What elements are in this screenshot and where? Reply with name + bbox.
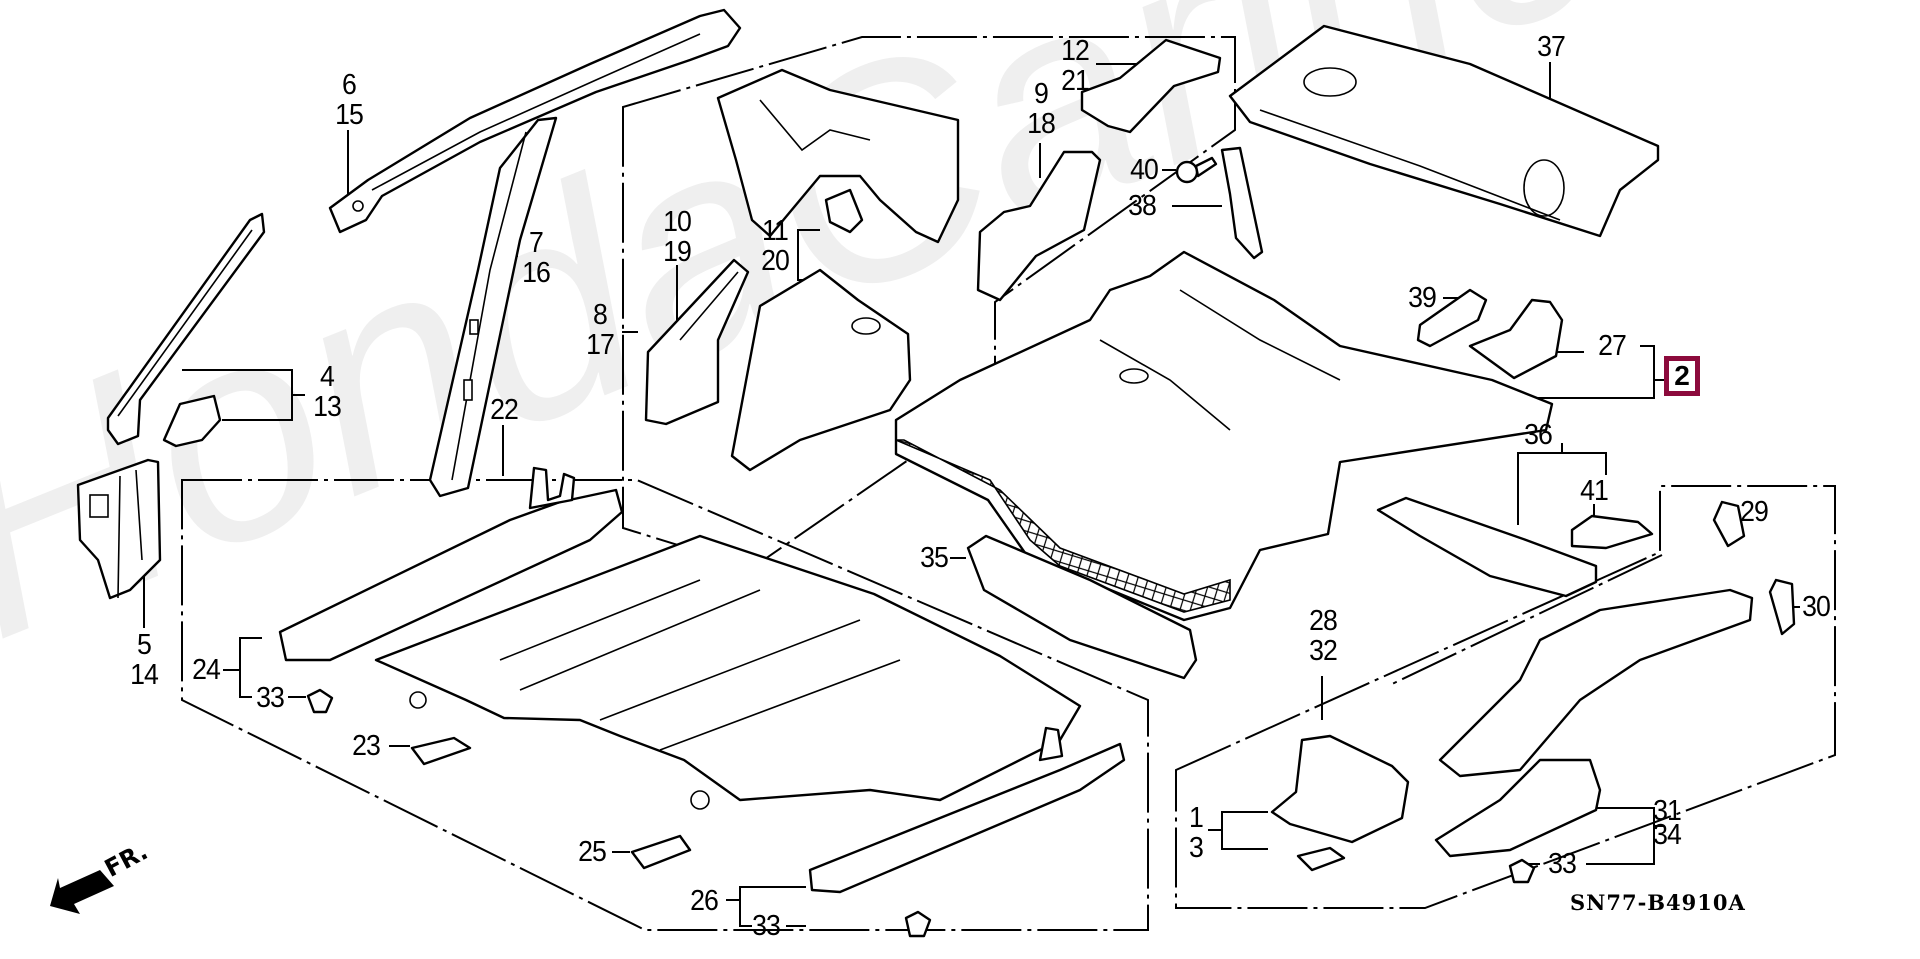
callout-label: 17 bbox=[586, 329, 615, 361]
callout-28-32[interactable]: 28 32 bbox=[1305, 606, 1342, 666]
callout-label: 11 bbox=[762, 215, 789, 247]
part-crossmember-gusset[interactable] bbox=[1570, 514, 1654, 550]
callout-41[interactable]: 41 bbox=[1580, 475, 1609, 507]
leader-lines bbox=[143, 62, 1800, 927]
part-clip-33-left[interactable] bbox=[306, 688, 334, 714]
frame-front-floor-group bbox=[181, 479, 1149, 931]
part-front-pillar-lower[interactable] bbox=[76, 458, 162, 600]
callout-label: 19 bbox=[663, 236, 692, 268]
part-rear-side-bracket[interactable] bbox=[1468, 298, 1564, 380]
part-front-floor-assembly[interactable] bbox=[374, 534, 1082, 810]
callout-label: 9 bbox=[1034, 78, 1049, 110]
part-roof-side-rail[interactable] bbox=[328, 8, 742, 234]
part-rear-tray-panel[interactable] bbox=[1228, 24, 1660, 238]
callout-label: 14 bbox=[130, 659, 159, 691]
callout-label: 7 bbox=[529, 227, 544, 259]
part-bolt[interactable] bbox=[1175, 156, 1218, 184]
callout-label: 6 bbox=[342, 69, 357, 101]
callout-10-19[interactable]: 10 19 bbox=[660, 207, 693, 267]
callout-31-34[interactable]: 31 34 bbox=[1649, 795, 1686, 851]
callout-24[interactable]: 24 bbox=[192, 654, 221, 686]
callout-label: 32 bbox=[1309, 635, 1338, 667]
front-direction-arrow-icon bbox=[50, 870, 114, 914]
callout-39[interactable]: 39 bbox=[1408, 282, 1437, 314]
frame-rear-frame-group bbox=[1175, 485, 1836, 909]
part-clip-33-right[interactable] bbox=[1508, 858, 1536, 884]
callout-6-15[interactable]: 6 15 bbox=[333, 70, 364, 130]
callout-label: 13 bbox=[313, 391, 342, 423]
callout-label: 31 bbox=[1653, 795, 1682, 827]
part-rear-crossmember-bracket[interactable] bbox=[1416, 288, 1488, 348]
callout-29[interactable]: 29 bbox=[1740, 496, 1769, 528]
callout-38[interactable]: 38 bbox=[1128, 190, 1157, 222]
callout-4-13[interactable]: 4 13 bbox=[310, 362, 343, 422]
part-floor-bracket-23[interactable] bbox=[410, 736, 472, 766]
diagram-code: SN77-B4910A bbox=[1570, 890, 1746, 915]
callout-33-left[interactable]: 33 bbox=[256, 682, 285, 714]
callout-label: 1 bbox=[1189, 802, 1204, 834]
callout-label: 8 bbox=[593, 299, 608, 331]
part-rear-inner-panel[interactable] bbox=[716, 68, 960, 472]
frame-separator-rear bbox=[1389, 554, 1663, 686]
callout-36[interactable]: 36 bbox=[1524, 419, 1553, 451]
callout-8-17[interactable]: 8 17 bbox=[583, 300, 616, 360]
part-upper-bracket[interactable] bbox=[1080, 38, 1222, 134]
callout-label: 10 bbox=[663, 206, 692, 238]
callout-35[interactable]: 35 bbox=[920, 542, 949, 574]
callout-37[interactable]: 37 bbox=[1537, 31, 1566, 63]
part-pillar-inner[interactable] bbox=[428, 116, 558, 498]
callout-label: 3 bbox=[1189, 832, 1204, 864]
callout-33-right[interactable]: 33 bbox=[1548, 848, 1577, 880]
callout-40[interactable]: 40 bbox=[1130, 154, 1159, 186]
part-rear-floor-extension[interactable] bbox=[1270, 734, 1410, 872]
callout-label: 20 bbox=[761, 245, 790, 277]
callout-25[interactable]: 25 bbox=[578, 836, 607, 868]
callout-12-21[interactable]: 12 21 bbox=[1058, 36, 1093, 96]
callout-9-18[interactable]: 9 18 bbox=[1024, 79, 1059, 139]
callout-5-14[interactable]: 5 14 bbox=[127, 630, 160, 690]
part-front-pillar[interactable] bbox=[106, 212, 266, 448]
part-quarter-brace[interactable] bbox=[644, 258, 750, 426]
part-rear-frame-extension[interactable] bbox=[1434, 758, 1602, 858]
callout-label: 5 bbox=[137, 629, 152, 661]
callout-label: 4 bbox=[320, 361, 335, 393]
part-rear-crossmember[interactable] bbox=[1376, 496, 1598, 598]
part-rear-floor-assembly[interactable] bbox=[894, 250, 1554, 622]
callout-30[interactable]: 30 bbox=[1802, 591, 1831, 623]
part-inner-extension[interactable] bbox=[976, 150, 1102, 302]
callout-label: 21 bbox=[1061, 65, 1090, 97]
callout-label: 28 bbox=[1309, 605, 1338, 637]
callout-label: 15 bbox=[335, 99, 364, 131]
callout-label: 16 bbox=[522, 257, 551, 289]
part-middle-crossmember[interactable] bbox=[966, 534, 1198, 680]
part-rear-frame[interactable] bbox=[1438, 588, 1754, 778]
callout-33-bottom[interactable]: 33 bbox=[752, 910, 781, 942]
part-clip-30[interactable] bbox=[1768, 578, 1796, 636]
callout-23[interactable]: 23 bbox=[352, 730, 381, 762]
part-clip-29[interactable] bbox=[1712, 500, 1746, 548]
part-inner-side-sill-right[interactable] bbox=[808, 726, 1126, 894]
highlighted-part-label[interactable]: 2 bbox=[1664, 356, 1700, 396]
callout-7-16[interactable]: 7 16 bbox=[519, 228, 552, 288]
callout-26[interactable]: 26 bbox=[690, 885, 719, 917]
callout-11-20[interactable]: 11 20 bbox=[757, 216, 794, 276]
frame-rear-inner-panel-group bbox=[622, 36, 1236, 570]
callout-27[interactable]: 27 bbox=[1598, 330, 1627, 362]
part-clip-33-bottom[interactable] bbox=[904, 910, 932, 938]
callout-1-3[interactable]: 1 3 bbox=[1185, 803, 1207, 863]
callout-label: 18 bbox=[1027, 108, 1056, 140]
callout-22[interactable]: 22 bbox=[490, 394, 519, 426]
callout-label: 12 bbox=[1061, 35, 1090, 67]
callout-label: 34 bbox=[1653, 819, 1682, 851]
part-floor-bracket-25[interactable] bbox=[630, 834, 692, 870]
part-inner-side-sill-left[interactable] bbox=[278, 466, 624, 662]
part-upright-brace[interactable] bbox=[1220, 146, 1264, 260]
